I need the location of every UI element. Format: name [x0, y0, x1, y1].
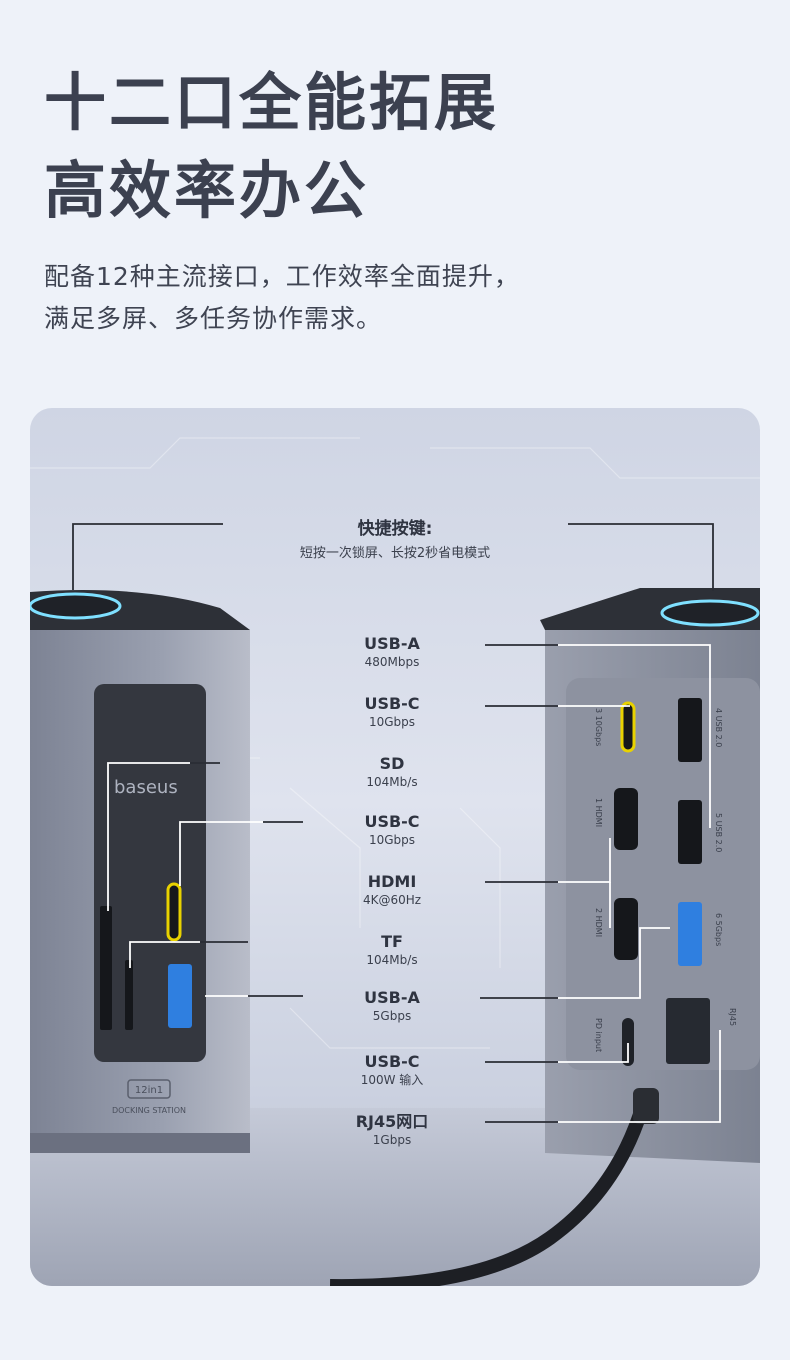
headline-line-1: 十二口全能拓展: [44, 66, 500, 139]
usb-a-port-6: [678, 902, 702, 966]
svg-text:6 5Gbps: 6 5Gbps: [714, 913, 723, 946]
tf-slot: [125, 960, 133, 1030]
left-dock-unit: baseus 12in1 DOCKING STATION: [30, 590, 250, 1153]
usb-c-port-data: [620, 701, 636, 753]
usb-a-port-front: [168, 964, 192, 1028]
usb-c-port-front: [166, 882, 182, 942]
headline-line-2: 高效率办公: [44, 154, 370, 227]
sd-slot: [100, 906, 112, 1030]
braided-cable: [330, 1096, 652, 1286]
callout-lines-dark: [72, 523, 714, 1123]
description-line-2: 满足多屏、多任务协作需求。: [44, 304, 383, 333]
quick-key-subtitle: 短按一次锁屏、长按2秒省电模式: [299, 546, 491, 561]
product-illustration: baseus 12in1 DOCKING STATION 3 10Gbps 1 …: [30, 437, 760, 1286]
quick-key-title: 快捷按键:: [357, 519, 433, 539]
power-button-ring-left: [30, 592, 122, 620]
svg-text:2 HDMI: 2 HDMI: [594, 908, 603, 937]
hdmi-port-1: [614, 788, 638, 850]
usb-a-port-5: [678, 800, 702, 864]
hdmi-port-2: [614, 898, 638, 960]
svg-text:PD input: PD input: [594, 1018, 603, 1052]
svg-text:4 USB 2.0: 4 USB 2.0: [714, 708, 723, 747]
usb-a-port-4: [678, 698, 702, 762]
svg-text:1 HDMI: 1 HDMI: [594, 798, 603, 827]
brand-logo: baseus: [114, 777, 178, 798]
rj45-port: [666, 998, 710, 1064]
power-button-ring-right: [660, 599, 760, 627]
usb-c-port-pd: [622, 1018, 634, 1066]
model-caption: DOCKING STATION: [112, 1106, 186, 1115]
callout-lines-light: [107, 644, 721, 1123]
right-dock-unit: 3 10Gbps 1 HDMI 2 HDMI 4 USB 2.0 5 USB 2…: [540, 588, 760, 1163]
description-line-1: 配备12种主流接口，工作效率全面提升，: [44, 262, 520, 291]
svg-text:3 10Gbps: 3 10Gbps: [594, 708, 603, 746]
svg-text:5 USB 2.0: 5 USB 2.0: [714, 813, 723, 852]
svg-text:RJ45: RJ45: [728, 1008, 737, 1026]
model-badge: 12in1: [135, 1085, 163, 1096]
product-image-panel: baseus 12in1 DOCKING STATION 3 10Gbps 1 …: [30, 408, 760, 1286]
